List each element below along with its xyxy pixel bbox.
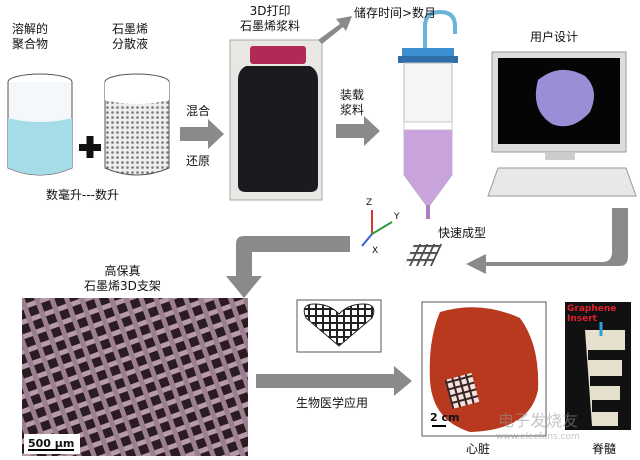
- ink-label-line2: 石墨烯浆料: [240, 19, 301, 33]
- axis-y-label: Y: [394, 212, 400, 222]
- heart-label: 心脏: [466, 442, 491, 456]
- polymer-label-line1: 溶解的: [12, 22, 49, 36]
- axis-z-label: Z: [366, 198, 373, 208]
- polymer-label: 溶解的聚合物: [12, 22, 48, 52]
- mix-arrow: [180, 119, 224, 149]
- load-label-line1: 装载: [340, 88, 365, 102]
- axis-x-label: X: [372, 246, 379, 256]
- scaffold-sem-image: [22, 298, 248, 456]
- return-arrow-right: [466, 208, 628, 274]
- scaffold-label-line1: 高保真: [104, 264, 141, 278]
- ink-label: 3D打印石墨烯浆料: [240, 4, 300, 34]
- dispersion-label-line2: 分散液: [112, 37, 149, 51]
- biomedical-label: 生物医学应用: [296, 396, 369, 410]
- heart-shaped-scaffold: [303, 303, 375, 347]
- load-label-line2: 浆料: [340, 103, 365, 117]
- xyz-axes: [361, 210, 393, 247]
- spine-label: 脊髓: [592, 442, 617, 456]
- insert-label-line1: Graphene: [567, 304, 617, 314]
- storage-arrow: [318, 16, 352, 44]
- syringe: [398, 9, 458, 219]
- printed-mesh: [403, 244, 443, 266]
- rapid-prototyping-label: 快速成型: [438, 226, 487, 240]
- volume-label: 数毫升---数升: [46, 188, 119, 202]
- insert-label-line2: Insert: [567, 314, 597, 324]
- load-arrow: [336, 116, 380, 146]
- reduce-label: 还原: [186, 154, 211, 168]
- dispersion-label-line1: 石墨烯: [112, 22, 149, 36]
- plus-icon: [79, 136, 101, 158]
- sem-scale-bar-label: 500 μm: [28, 437, 75, 450]
- heart-scale-bar-label: 2 cm: [430, 411, 460, 424]
- return-arrow-left: [226, 236, 350, 298]
- biomedical-arrow: [256, 366, 412, 396]
- graphene-ink-jar: [229, 39, 323, 201]
- spine-photo: [585, 330, 625, 426]
- watermark-url: www.elecfans.com: [496, 432, 580, 442]
- polymer-beaker: [7, 73, 73, 176]
- ink-label-line1: 3D打印: [249, 4, 291, 18]
- user-design-label: 用户设计: [530, 30, 579, 44]
- scaffold-label-line2: 石墨烯3D支架: [84, 279, 161, 293]
- graphene-dispersion-beaker: [104, 73, 170, 176]
- watermark-text: 电子发烧友: [498, 411, 579, 430]
- mix-label: 混合: [186, 104, 211, 118]
- scaffold-label: 高保真石墨烯3D支架: [84, 264, 161, 294]
- computer: [487, 51, 637, 197]
- polymer-label-line2: 聚合物: [12, 37, 49, 51]
- graphene-dispersion-label: 石墨烯分散液: [112, 22, 148, 52]
- storage-label: 储存时间>数月: [354, 6, 437, 20]
- load-label: 装载浆料: [340, 88, 364, 118]
